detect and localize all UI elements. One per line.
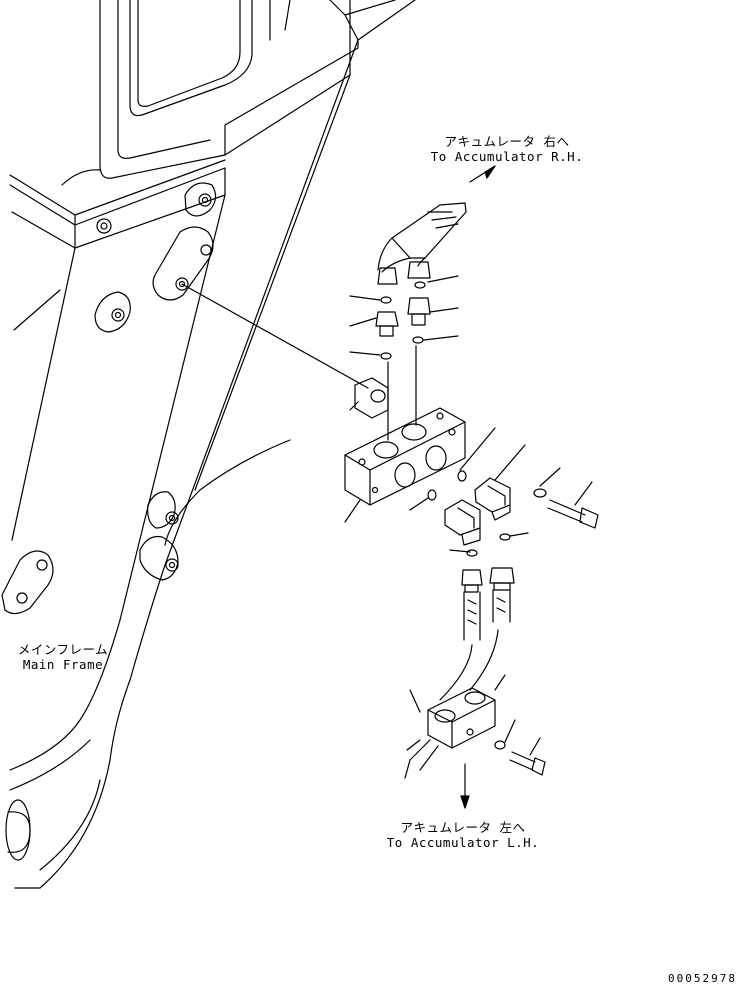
label-to-accumulator-lh: アキュムレータ 左へ To Accumulator L.H.: [368, 820, 558, 850]
main-frame: [2, 0, 415, 888]
spacer: [350, 378, 388, 418]
mount-leader-line: [182, 284, 368, 388]
label-rh-english: To Accumulator R.H.: [430, 149, 584, 164]
upper-fittings: [350, 276, 458, 440]
valve-block: [345, 408, 465, 522]
lower-hoses: [440, 568, 514, 700]
label-frame-english: Main Frame: [22, 657, 104, 672]
hose-to-accumulator-rh: [378, 166, 495, 284]
label-rh-japanese: アキュムレータ 右へ: [444, 134, 570, 149]
drawing-number: 00052978: [668, 972, 737, 985]
lower-clamp: [405, 675, 545, 778]
label-frame-japanese: メインフレーム: [17, 642, 109, 657]
label-to-accumulator-rh: アキュムレータ 右へ To Accumulator R.H.: [412, 134, 602, 164]
label-lh-english: To Accumulator L.H.: [386, 835, 540, 850]
arrow-to-accumulator-lh: [461, 764, 469, 808]
label-main-frame: メインフレーム Main Frame: [8, 642, 118, 672]
label-lh-japanese: アキュムレータ 左へ: [400, 820, 526, 835]
side-fittings: [410, 428, 598, 556]
